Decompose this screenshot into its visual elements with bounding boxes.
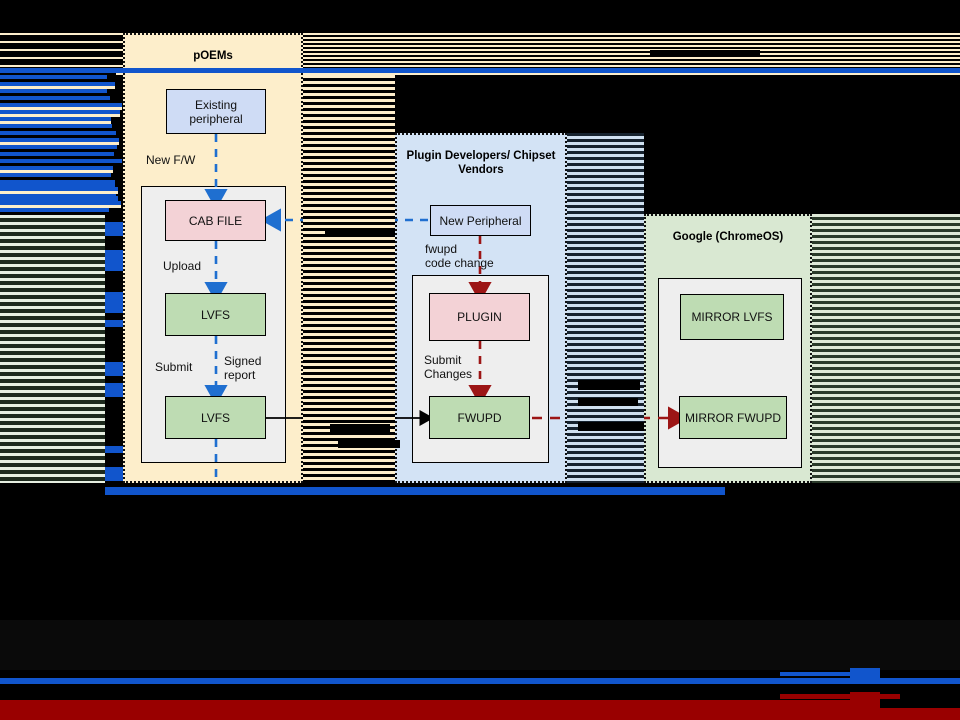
edge-label-new-fw: New F/W: [146, 153, 196, 167]
node-existing-peripheral[interactable]: Existing peripheral: [166, 89, 266, 134]
node-new-peripheral[interactable]: New Peripheral: [430, 205, 531, 236]
edge-label-submit-changes: Submit Changes: [424, 353, 473, 381]
edge-label-submit: Submit: [155, 360, 193, 374]
node-mirror-lvfs[interactable]: MIRROR LVFS: [680, 294, 784, 340]
node-existing-peripheral-label: Existing peripheral: [189, 97, 243, 126]
node-plugin-label: PLUGIN: [457, 310, 502, 324]
node-mirror-lvfs-label: MIRROR LVFS: [691, 310, 773, 324]
group-google-chromeos-title: Google (ChromeOS): [672, 231, 784, 243]
node-lvfs-upload[interactable]: LVFS: [165, 293, 266, 336]
node-cab-file[interactable]: CAB FILE: [165, 200, 266, 241]
edge-label-upload: Upload: [163, 259, 202, 273]
node-lvfs-upload-label: LVFS: [200, 307, 231, 322]
node-new-peripheral-label: New Peripheral: [439, 213, 522, 228]
edge-label-signed-report: Signed report: [224, 354, 262, 382]
node-fwupd-label: FWUPD: [457, 410, 502, 425]
node-mirror-fwupd-label: MIRROR FWUPD: [685, 410, 781, 425]
node-lvfs-signed[interactable]: LVFS: [165, 396, 266, 439]
group-poems-title: pOEMs: [193, 50, 233, 62]
group-plugin-developers-title: Plugin Developers/ Chipset Vendors: [406, 150, 556, 176]
node-lvfs-signed-label: LVFS: [200, 410, 231, 425]
node-mirror-fwupd[interactable]: MIRROR FWUPD: [679, 396, 787, 439]
node-cab-file-label: CAB FILE: [188, 213, 243, 228]
edge-label-fwupd-code-change: fwupd code change: [425, 242, 494, 270]
node-fwupd-test-framework-label: FWUPD test framework: [690, 580, 766, 609]
node-fwupd[interactable]: FWUPD: [429, 396, 530, 439]
node-fwupd-test-framework[interactable]: FWUPD test framework: [656, 574, 800, 616]
node-plugin[interactable]: PLUGIN: [429, 293, 530, 341]
